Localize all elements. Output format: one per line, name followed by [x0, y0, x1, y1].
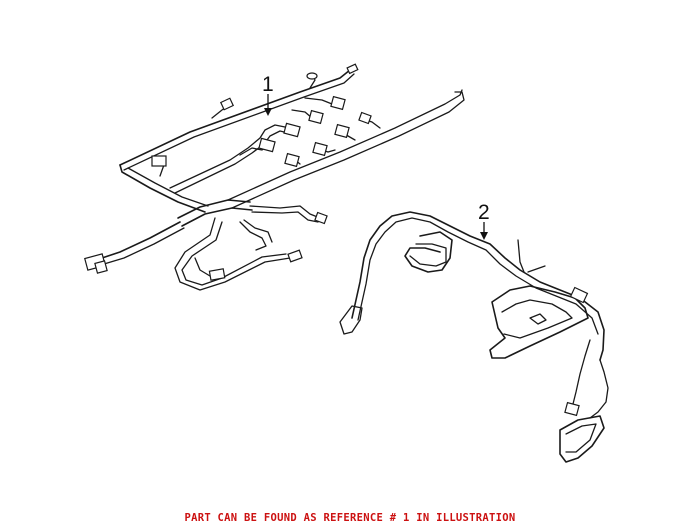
harness-2-tail — [589, 359, 609, 419]
harness-1-junction — [177, 199, 251, 219]
harness-1-lower-loop-2 — [181, 221, 287, 286]
callout-1-label: 1 — [262, 73, 274, 96]
harness-1-long-right — [227, 89, 463, 201]
connector-upper-a — [151, 155, 167, 167]
callout-2: 2 — [478, 201, 490, 240]
harness-1-body-left-inner — [127, 167, 209, 207]
harness-1-main-trunk — [119, 69, 351, 166]
harness-1-lower-left — [101, 221, 181, 259]
harness-1-right-branch-2 — [251, 211, 319, 223]
harness-2-tail-2 — [571, 339, 591, 409]
harness-2-bottom-plate — [559, 415, 605, 463]
connector-bracket-top — [569, 286, 589, 304]
harness-2 — [339, 211, 609, 463]
connector-e1 — [308, 109, 324, 125]
harness-1-upper-c-2 — [174, 130, 293, 194]
footer-note: PART CAN BE FOUND AS REFERENCE # 1 IN IL… — [184, 512, 516, 524]
harness-1-main-trunk-inner — [123, 73, 355, 171]
connector-right-branch — [314, 211, 328, 225]
harness-1-upper-c — [169, 124, 291, 189]
callout-2-arrowhead — [480, 232, 488, 240]
harness-2-left-tab — [339, 305, 363, 335]
harness-1-lower-left-2 — [103, 227, 185, 265]
harness-1-tee-down — [239, 221, 267, 251]
harness-1-lower-loop — [174, 217, 291, 291]
harness-2-main-arc-2 — [357, 217, 599, 335]
connector-d1 — [258, 137, 276, 153]
harness-1-upper-f — [304, 97, 333, 105]
harness-1-upper-e — [291, 109, 313, 119]
harness-2-bracket — [489, 285, 589, 359]
connector-mid-b — [312, 141, 328, 157]
harness-2-bracket-detail — [529, 313, 547, 325]
callout-2-label: 2 — [478, 201, 490, 224]
harness-2-stub-a — [517, 239, 525, 273]
harness-2-loop-clip — [404, 231, 453, 273]
connector-mid-d — [358, 111, 372, 125]
harness-1-long-right-2 — [231, 91, 465, 209]
harness-1-mid-branch — [194, 257, 211, 277]
harness-2-bracket-inner — [501, 299, 573, 339]
connector-tail — [564, 401, 580, 417]
harness-1-tee-down-2 — [243, 219, 273, 243]
connector-mid-a — [284, 152, 300, 168]
connector-upper-b — [219, 97, 235, 111]
harness-2-main-arc — [351, 211, 605, 361]
harness-2-stub-b — [527, 265, 546, 273]
harness-1-body-left — [119, 164, 206, 213]
harness-2-bottom-plate-inner — [565, 423, 597, 453]
harness-2-loop-clip-2 — [409, 243, 447, 267]
ring-terminal-top — [306, 72, 318, 80]
connector-lower-right — [287, 249, 303, 263]
connector-lower-left-2 — [94, 260, 108, 274]
connector-f1 — [330, 95, 346, 111]
callout-1: 1 — [262, 73, 274, 116]
connector-mid-lower — [208, 268, 226, 281]
connector-top-right — [346, 63, 359, 75]
harness-1-right-branch — [249, 205, 321, 219]
harness-1 — [84, 63, 465, 291]
connector-mid-c — [334, 123, 350, 139]
connector-c1 — [283, 122, 301, 138]
callout-1-arrowhead — [264, 108, 272, 116]
harness-1-junction-2 — [181, 207, 253, 227]
